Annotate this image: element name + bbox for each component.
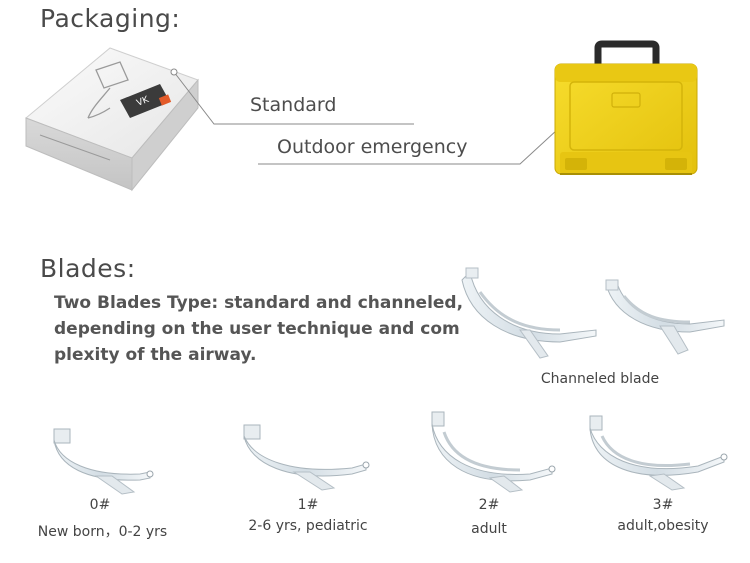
blades-description-line-2: depending on the user technique and com — [54, 319, 460, 339]
packaging-option-standard: Standard — [250, 94, 337, 116]
leader-lines — [170, 68, 574, 165]
blades-description-line-1: Two Blades Type: standard and channeled, — [54, 293, 464, 313]
blade-size-0-label: New born，0-2 yrs — [37, 524, 168, 540]
channeled-blade-image-2 — [605, 279, 725, 355]
blades-description-line-3: plexity of the airway. — [54, 345, 257, 365]
blade-size-2-label: adult — [471, 521, 507, 537]
blade-size-0-image — [53, 428, 154, 495]
blade-size-3-label: adult,obesity — [617, 518, 709, 534]
packaging-heading: Packaging: — [40, 4, 181, 33]
blade-size-0-number: 0# — [89, 497, 111, 513]
blade-size-1-image — [243, 424, 370, 491]
blade-size-3-image — [589, 415, 728, 491]
standard-box-image: VK — [25, 47, 199, 192]
packaging-option-outdoor: Outdoor emergency — [277, 136, 468, 158]
channeled-blade-caption: Channeled blade — [540, 371, 660, 387]
blade-size-1-number: 1# — [297, 497, 319, 513]
blades-description: Two Blades Type: standard and channeled,… — [54, 290, 474, 368]
outdoor-case-image — [554, 40, 698, 175]
blades-heading: Blades: — [40, 254, 136, 283]
channeled-blade-image-1 — [461, 267, 597, 359]
blade-size-2-number: 2# — [478, 497, 500, 513]
blade-size-1-label: 2-6 yrs, pediatric — [248, 518, 368, 534]
blade-size-3-number: 3# — [652, 497, 674, 513]
blade-size-2-image — [431, 411, 556, 493]
box-logo: VK — [135, 95, 151, 109]
